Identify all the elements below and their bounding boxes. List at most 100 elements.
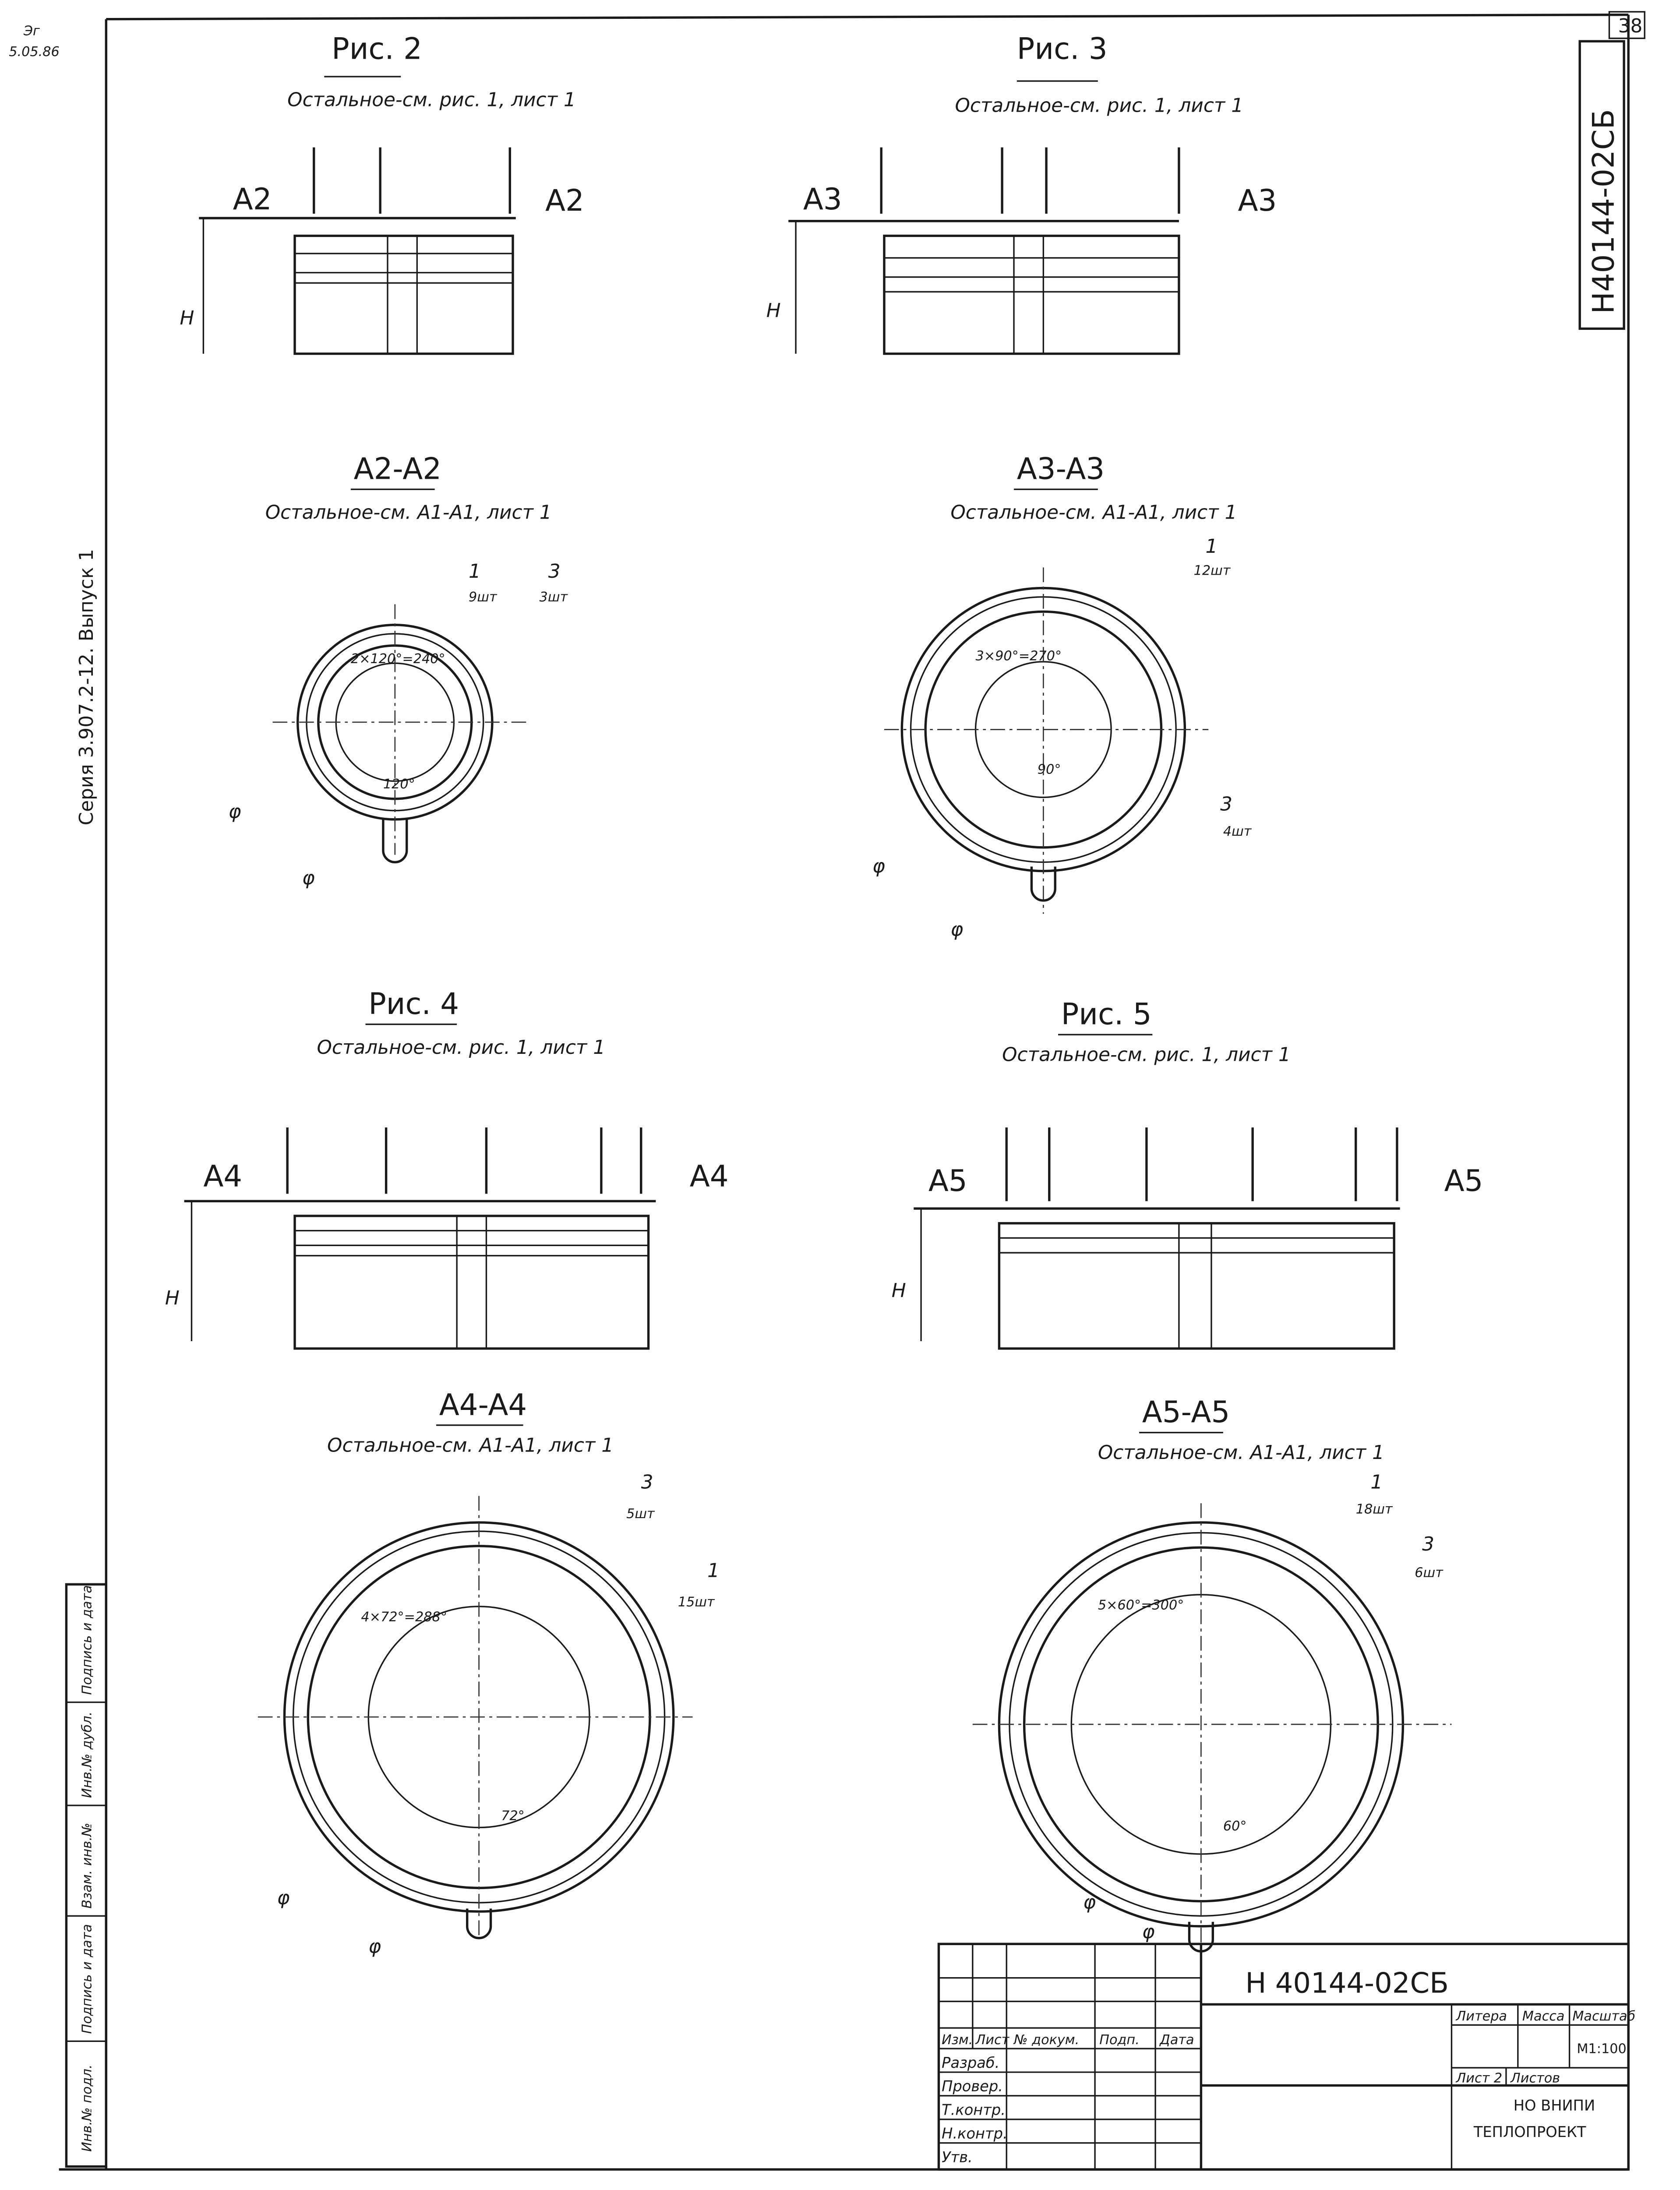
svg-text:A4: A4 xyxy=(690,1159,729,1194)
svg-text:Утв.: Утв. xyxy=(942,2148,973,2165)
svg-text:3: 3 xyxy=(548,560,561,583)
svg-text:φ: φ xyxy=(1142,1921,1155,1943)
svg-text:4шт: 4шт xyxy=(1223,824,1252,839)
svg-text:Инв.№ подл.: Инв.№ подл. xyxy=(80,2065,95,2152)
drawing-designation: Н 40144-02СБ xyxy=(1245,1967,1449,1999)
svg-text:120°: 120° xyxy=(383,777,415,792)
section-a5: A5-A5 Остальное-см. A1-A1, лист 1 118шт … xyxy=(972,1395,1452,1953)
svg-text:A2: A2 xyxy=(545,184,584,218)
svg-text:1: 1 xyxy=(707,1559,720,1582)
svg-text:15шт: 15шт xyxy=(678,1595,715,1610)
svg-text:φ: φ xyxy=(368,1935,381,1957)
svg-text:φ: φ xyxy=(277,1886,290,1909)
section-a3: A3-A3 Остальное-см. A1-A1, лист 1 112шт … xyxy=(872,452,1252,941)
series-label: Серия 3.907.2-12. Выпуск 1 xyxy=(75,549,98,825)
svg-text:1: 1 xyxy=(1370,1471,1383,1494)
svg-text:A4-A4: A4-A4 xyxy=(439,1388,527,1422)
svg-text:5шт: 5шт xyxy=(626,1506,655,1522)
svg-text:№ докум.: № докум. xyxy=(1013,2032,1079,2048)
svg-text:Разраб.: Разраб. xyxy=(942,2054,999,2071)
svg-text:Лист: Лист xyxy=(975,2032,1010,2048)
svg-text:A3: A3 xyxy=(1238,184,1277,218)
svg-text:Подпись и дата: Подпись и дата xyxy=(80,1924,95,2034)
svg-text:A3: A3 xyxy=(803,182,842,216)
svg-text:3: 3 xyxy=(1220,793,1232,816)
svg-text:φ: φ xyxy=(229,800,241,823)
corner-note-2: 5.05.86 xyxy=(9,44,60,60)
svg-text:3: 3 xyxy=(641,1471,653,1494)
svg-text:Листов: Листов xyxy=(1510,2071,1560,2086)
svg-text:H: H xyxy=(180,307,194,329)
svg-text:φ: φ xyxy=(872,855,885,877)
svg-text:Провер.: Провер. xyxy=(942,2078,1003,2095)
fig3-title: Рис. 3 xyxy=(1017,32,1108,66)
figure-2: Рис. 2 Остальное-см. рис. 1, лист 1 A2 A… xyxy=(180,32,584,355)
svg-text:1: 1 xyxy=(1205,535,1218,558)
svg-text:3шт: 3шт xyxy=(540,590,568,605)
svg-text:Т.контр.: Т.контр. xyxy=(942,2102,1006,2119)
svg-text:6шт: 6шт xyxy=(1415,1565,1444,1580)
svg-text:Остальное-см. A1-A1, лист 1: Остальное-см. A1-A1, лист 1 xyxy=(327,1434,614,1456)
svg-text:60°: 60° xyxy=(1223,1819,1247,1834)
svg-text:3×90°=270°: 3×90°=270° xyxy=(976,648,1062,664)
figure-3: Рис. 3 Остальное-см. рис. 1, лист 1 A3 A… xyxy=(766,32,1277,355)
svg-text:Подпись и дата: Подпись и дата xyxy=(80,1585,95,1695)
corner-note-1: Эг xyxy=(23,24,40,39)
svg-text:Масса: Масса xyxy=(1522,2009,1565,2024)
svg-text:4×72°=288°: 4×72°=288° xyxy=(361,1609,447,1625)
figure-5: Рис. 5 Остальное-см. рис. 1, лист 1 A5 A… xyxy=(892,997,1483,1350)
svg-text:Остальное-см. A1-A1, лист 1: Остальное-см. A1-A1, лист 1 xyxy=(1098,1441,1384,1464)
svg-text:1: 1 xyxy=(469,560,481,583)
svg-text:H: H xyxy=(165,1287,180,1309)
svg-text:Остальное-см. A1-A1, лист 1: Остальное-см. A1-A1, лист 1 xyxy=(950,501,1237,523)
svg-text:Инв.№ дубл.: Инв.№ дубл. xyxy=(80,1712,95,1798)
svg-text:Литера: Литера xyxy=(1456,2009,1507,2024)
svg-text:A5: A5 xyxy=(928,1164,967,1198)
svg-text:A5-A5: A5-A5 xyxy=(1142,1395,1230,1429)
svg-text:φ: φ xyxy=(1083,1891,1096,1914)
figure-4: Рис. 4 Остальное-см. рис. 1, лист 1 A4 A… xyxy=(165,987,729,1350)
svg-text:Подп.: Подп. xyxy=(1099,2032,1140,2048)
svg-text:Н.контр.: Н.контр. xyxy=(942,2125,1007,2142)
fig2-note: Остальное-см. рис. 1, лист 1 xyxy=(287,88,576,111)
svg-text:A2: A2 xyxy=(233,182,272,216)
svg-text:Остальное-см. рис. 1, лист 1: Остальное-см. рис. 1, лист 1 xyxy=(317,1036,605,1059)
svg-text:H: H xyxy=(892,1279,906,1302)
side-stamp: Н40144-02СБ xyxy=(1578,40,1625,330)
svg-text:3: 3 xyxy=(1422,1533,1434,1555)
section-a4: A4-A4 Остальное-см. A1-A1, лист 1 3 5шт 1… xyxy=(258,1388,720,1957)
svg-text:Н40144-02СБ: Н40144-02СБ xyxy=(1587,109,1621,314)
svg-text:A5: A5 xyxy=(1444,1164,1483,1198)
svg-text:Масштаб: Масштаб xyxy=(1572,2009,1635,2024)
svg-text:φ: φ xyxy=(950,918,963,941)
svg-text:H: H xyxy=(766,299,781,321)
fig2-title: Рис. 2 xyxy=(332,32,422,66)
svg-text:5×60°=300°: 5×60°=300° xyxy=(1098,1597,1184,1613)
fig3-note: Остальное-см. рис. 1, лист 1 xyxy=(955,95,1243,117)
svg-text:НО ВНИПИ: НО ВНИПИ xyxy=(1514,2097,1595,2114)
svg-text:М1:100: М1:100 xyxy=(1577,2041,1626,2056)
svg-text:Взам. инв.№: Взам. инв.№ xyxy=(80,1823,95,1909)
section-a2: A2-A2 Остальное-см. A1-A1, лист 1 1 9шт 3… xyxy=(229,452,568,889)
svg-text:ТЕПЛОПРОЕКТ: ТЕПЛОПРОЕКТ xyxy=(1473,2123,1586,2141)
svg-text:A3-A3: A3-A3 xyxy=(1017,452,1105,486)
svg-text:Рис. 4: Рис. 4 xyxy=(368,987,459,1021)
svg-text:A2-A2: A2-A2 xyxy=(354,452,441,486)
svg-text:Остальное-см. рис. 1, лист 1: Остальное-см. рис. 1, лист 1 xyxy=(1002,1044,1291,1066)
title-block: Н 40144-02СБ Изм. Лист № докум. Подп. Да… xyxy=(937,1943,1635,2171)
svg-text:A4: A4 xyxy=(203,1159,242,1194)
svg-text:Дата: Дата xyxy=(1159,2032,1194,2048)
svg-text:72°: 72° xyxy=(501,1809,525,1824)
svg-text:12шт: 12шт xyxy=(1194,563,1231,578)
svg-text:Изм.: Изм. xyxy=(942,2032,973,2048)
svg-text:φ: φ xyxy=(302,867,315,889)
svg-text:2×120°=240°: 2×120°=240° xyxy=(351,651,445,667)
svg-text:Лист 2: Лист 2 xyxy=(1456,2071,1503,2086)
sheet-number: 38 xyxy=(1618,15,1643,37)
svg-text:90°: 90° xyxy=(1038,762,1061,777)
svg-text:Остальное-см. A1-A1, лист 1: Остальное-см. A1-A1, лист 1 xyxy=(265,501,552,523)
svg-text:Рис. 5: Рис. 5 xyxy=(1061,997,1152,1031)
svg-text:9шт: 9шт xyxy=(469,590,498,605)
left-stamp: Инв.№ подл. Подпись и дата Взам. инв.№ И… xyxy=(65,1583,107,2168)
